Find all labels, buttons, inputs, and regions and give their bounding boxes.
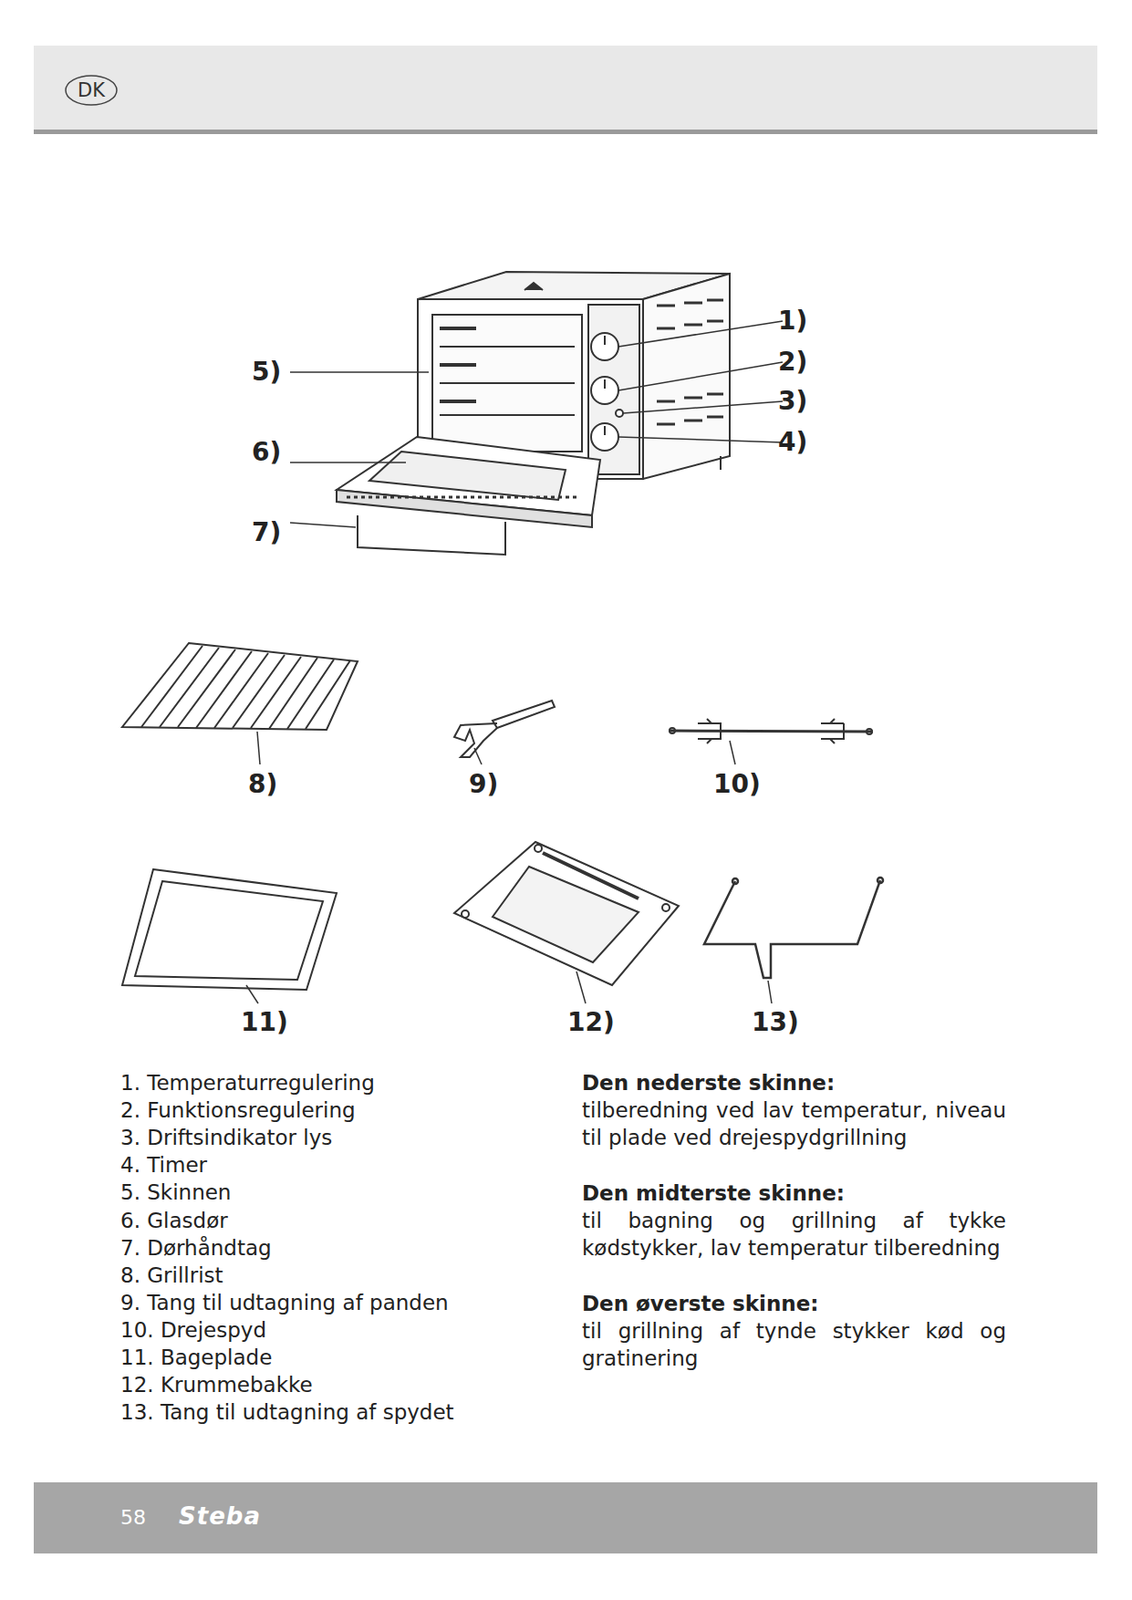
part-list-item: 12. Krummebakke <box>120 1370 313 1399</box>
callout-number: 12) <box>567 1007 615 1038</box>
callout-number: 6) <box>251 437 281 468</box>
callout-number: 7) <box>251 518 281 548</box>
rail-heading: Den nederste skinne: <box>581 1069 835 1097</box>
part-list-item: 2. Funktionsregulering <box>120 1096 356 1124</box>
rail-description: tilberedning ved lav temperatur, niveau … <box>581 1096 1007 1152</box>
brand-logo: Steba <box>178 1502 261 1530</box>
callout-number: 4) <box>778 427 808 457</box>
part-list-item: 11. Bageplade <box>120 1343 272 1371</box>
rail-description: til bagning og grillning af tykke kødsty… <box>581 1206 1007 1262</box>
part-list-item: 7. Dørhåndtag <box>120 1234 272 1262</box>
rail-heading: Den midterste skinne: <box>581 1179 845 1207</box>
part-list-item: 6. Glasdør <box>120 1206 229 1235</box>
part-list-item: 4. Timer <box>120 1151 208 1179</box>
callout-number: 9) <box>468 769 499 800</box>
callout-number: 1) <box>778 306 808 336</box>
part-list-item: 9. Tang til udtagning af panden <box>120 1288 449 1317</box>
rail-heading: Den øverste skinne: <box>581 1289 820 1318</box>
page-number: 58 <box>120 1505 146 1530</box>
callout-number: 13) <box>751 1007 800 1038</box>
part-list-item: 8. Grillrist <box>120 1261 224 1289</box>
part-list-item: 10. Drejespyd <box>120 1316 267 1344</box>
language-badge: DK <box>65 78 117 103</box>
part-list-item: 1. Temperaturregulering <box>120 1069 375 1097</box>
part-list-item: 5. Skinnen <box>120 1178 231 1206</box>
callout-number: 11) <box>240 1007 289 1038</box>
callout-number: 10) <box>713 769 761 800</box>
callout-number: 5) <box>251 357 281 387</box>
part-list-item: 3. Driftsindikator lys <box>120 1123 333 1152</box>
callout-number: 3) <box>778 386 808 416</box>
part-list-item: 13. Tang til udtagning af spydet <box>120 1398 455 1426</box>
callout-number: 2) <box>778 347 808 377</box>
rail-description: til grillning af tynde stykker kød og gr… <box>581 1317 1007 1372</box>
callout-number: 8) <box>248 769 278 800</box>
